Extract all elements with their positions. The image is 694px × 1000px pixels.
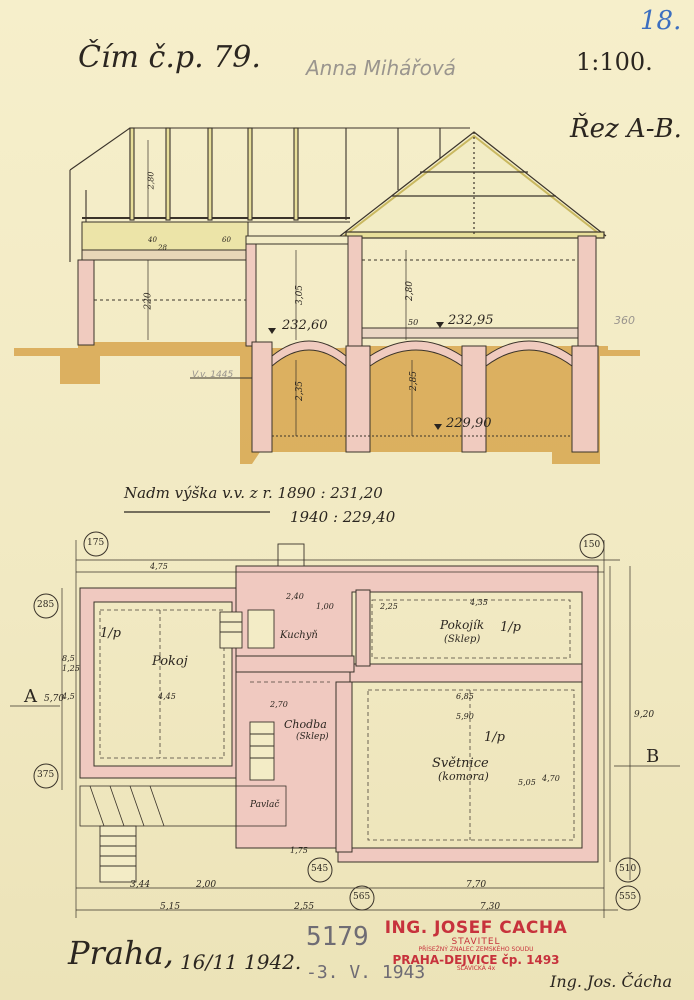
upper-floor-left	[77, 221, 257, 347]
grid-bubble-label: 510	[619, 864, 637, 874]
sheet-number: 18.	[640, 6, 682, 36]
grid-bubble-label: 545	[311, 864, 329, 874]
dim-side: 1,75	[290, 846, 308, 855]
architect-stamp: ING. JOSEF CACHA STAVITEL PŘÍSEŽNÝ ZNALE…	[378, 918, 574, 996]
floor-mark-2: 1/p	[500, 620, 521, 635]
dim-side: 5,05	[518, 778, 536, 787]
dim-40: 40	[148, 236, 157, 244]
grid-bubble-label: 150	[583, 540, 601, 550]
pavlac-area	[79, 785, 287, 827]
cut-mark-b: B	[646, 746, 660, 767]
dim-mid-storey: 3,05	[295, 284, 306, 306]
room-svetnice: Světnice	[432, 756, 489, 771]
dim-roof: 2,80	[146, 171, 156, 190]
room-svetnice-sub: (komora)	[438, 770, 489, 783]
level-cellar: 229,90	[446, 416, 492, 431]
dim-right-storey: 2,80	[405, 280, 416, 302]
dim-bottom: 2,00	[196, 880, 217, 890]
upper-walls	[245, 235, 597, 349]
section-label: Řez A-B.	[570, 114, 682, 144]
stamp-street: SLAVICKÁ 4x	[456, 965, 496, 973]
grid-bubble-label: 565	[353, 892, 371, 902]
dim-50: 50	[408, 318, 419, 327]
dim-side: 5,70	[44, 694, 65, 704]
water-level-line2: 1940 : 229,40	[290, 508, 396, 526]
dim-pencil-360: 360	[614, 314, 635, 327]
room-kuchyn: Kuchyň	[280, 630, 318, 641]
dim-bottom: 7,30	[480, 902, 501, 912]
room-pokojik-sub: (Sklep)	[444, 634, 481, 645]
dim-bottom: 2,55	[294, 902, 315, 912]
plan-stairs	[99, 543, 305, 883]
floor-mark-3: 1/p	[484, 730, 505, 745]
section-dimensions	[147, 140, 413, 436]
grid-bubble-label: 285	[37, 600, 55, 610]
dim-side: 5,90	[456, 712, 474, 721]
stamp-name: ING. JOSEF CACHA	[384, 918, 568, 938]
dim-side: 4,70	[542, 774, 560, 783]
grid-bubble-label: 375	[37, 770, 55, 780]
dim-side: 4,5	[62, 692, 75, 701]
dim-bottom: 7,70	[466, 880, 487, 890]
room-chodba: Chodba	[284, 718, 327, 731]
plan-dimension-lines	[10, 540, 680, 918]
room-chodba-sub: (Sklep)	[296, 732, 329, 742]
dim-side: 2,70	[270, 700, 288, 709]
dim-top: 2,40	[286, 592, 304, 601]
cut-mark-a: A	[24, 686, 37, 707]
scale-label: 1:100.	[576, 48, 653, 76]
dim-bottom: 5,15	[160, 902, 181, 912]
drawing-title: Čím č.p. 79.	[78, 40, 261, 75]
stamp-address: PRAHA-DEJVICE čp. 1493	[392, 952, 560, 967]
plan-hidden-lines	[99, 599, 575, 841]
received-date-stamp: -3. V. 1943	[306, 962, 426, 983]
signature: Ing. Jos. Čácha	[550, 972, 673, 991]
grid-bubble-label: 175	[87, 538, 105, 548]
grid-bubble-label: 555	[619, 892, 637, 902]
dim-side: 1,25	[62, 664, 80, 673]
roof-frame-left	[69, 127, 470, 262]
file-number-stamp: 5179	[306, 922, 369, 952]
water-level-line1: Nadm výška v.v. z r. 1890 : 231,20	[124, 484, 383, 502]
room-pokojik: Pokojík	[440, 618, 485, 632]
cellar	[190, 340, 599, 453]
dim-top: 4,35	[470, 598, 488, 607]
dim-side: 8,5	[62, 654, 75, 663]
dim-cellar-left: 2,35	[295, 380, 306, 402]
gable-roof-right	[339, 131, 607, 239]
stamp-title: STAVITEL	[451, 936, 501, 947]
grid-bubbles	[33, 531, 641, 911]
stamp-subtitle: PŘÍSEŽNÝ ZNALEC ZEMSKÉHO SOUDU	[418, 946, 534, 954]
level-ground-right: 232,95	[448, 313, 494, 328]
place-label: Praha,	[68, 934, 174, 972]
dim-side: 6,85	[456, 692, 474, 701]
owner-name: Anna Mihářová	[306, 56, 456, 80]
level-markers	[268, 322, 444, 430]
plan-walls	[79, 565, 599, 863]
dim-left-storey: 220	[143, 292, 154, 310]
dim-cellar-right: 2,85	[409, 370, 420, 392]
dim-side: 9,20	[634, 710, 655, 720]
dim-top: 2,25	[380, 602, 398, 611]
water-mark-label: V.v. 1445	[192, 370, 234, 380]
floor-mark-1: 1/p	[100, 626, 121, 641]
date-label: 16/11 1942.	[180, 950, 302, 974]
dim-60: 60	[222, 236, 231, 244]
room-pavlac: Pavlač	[250, 800, 280, 810]
dim-side: 4,45	[158, 692, 176, 701]
dim-top: 1,00	[316, 602, 334, 611]
dim-bottom: 3,44	[130, 880, 151, 890]
dim-28: 28	[158, 244, 167, 252]
dim-top: 4,75	[150, 562, 168, 571]
room-pokoj: Pokoj	[152, 654, 188, 669]
level-ground-left: 232,60	[282, 318, 328, 333]
